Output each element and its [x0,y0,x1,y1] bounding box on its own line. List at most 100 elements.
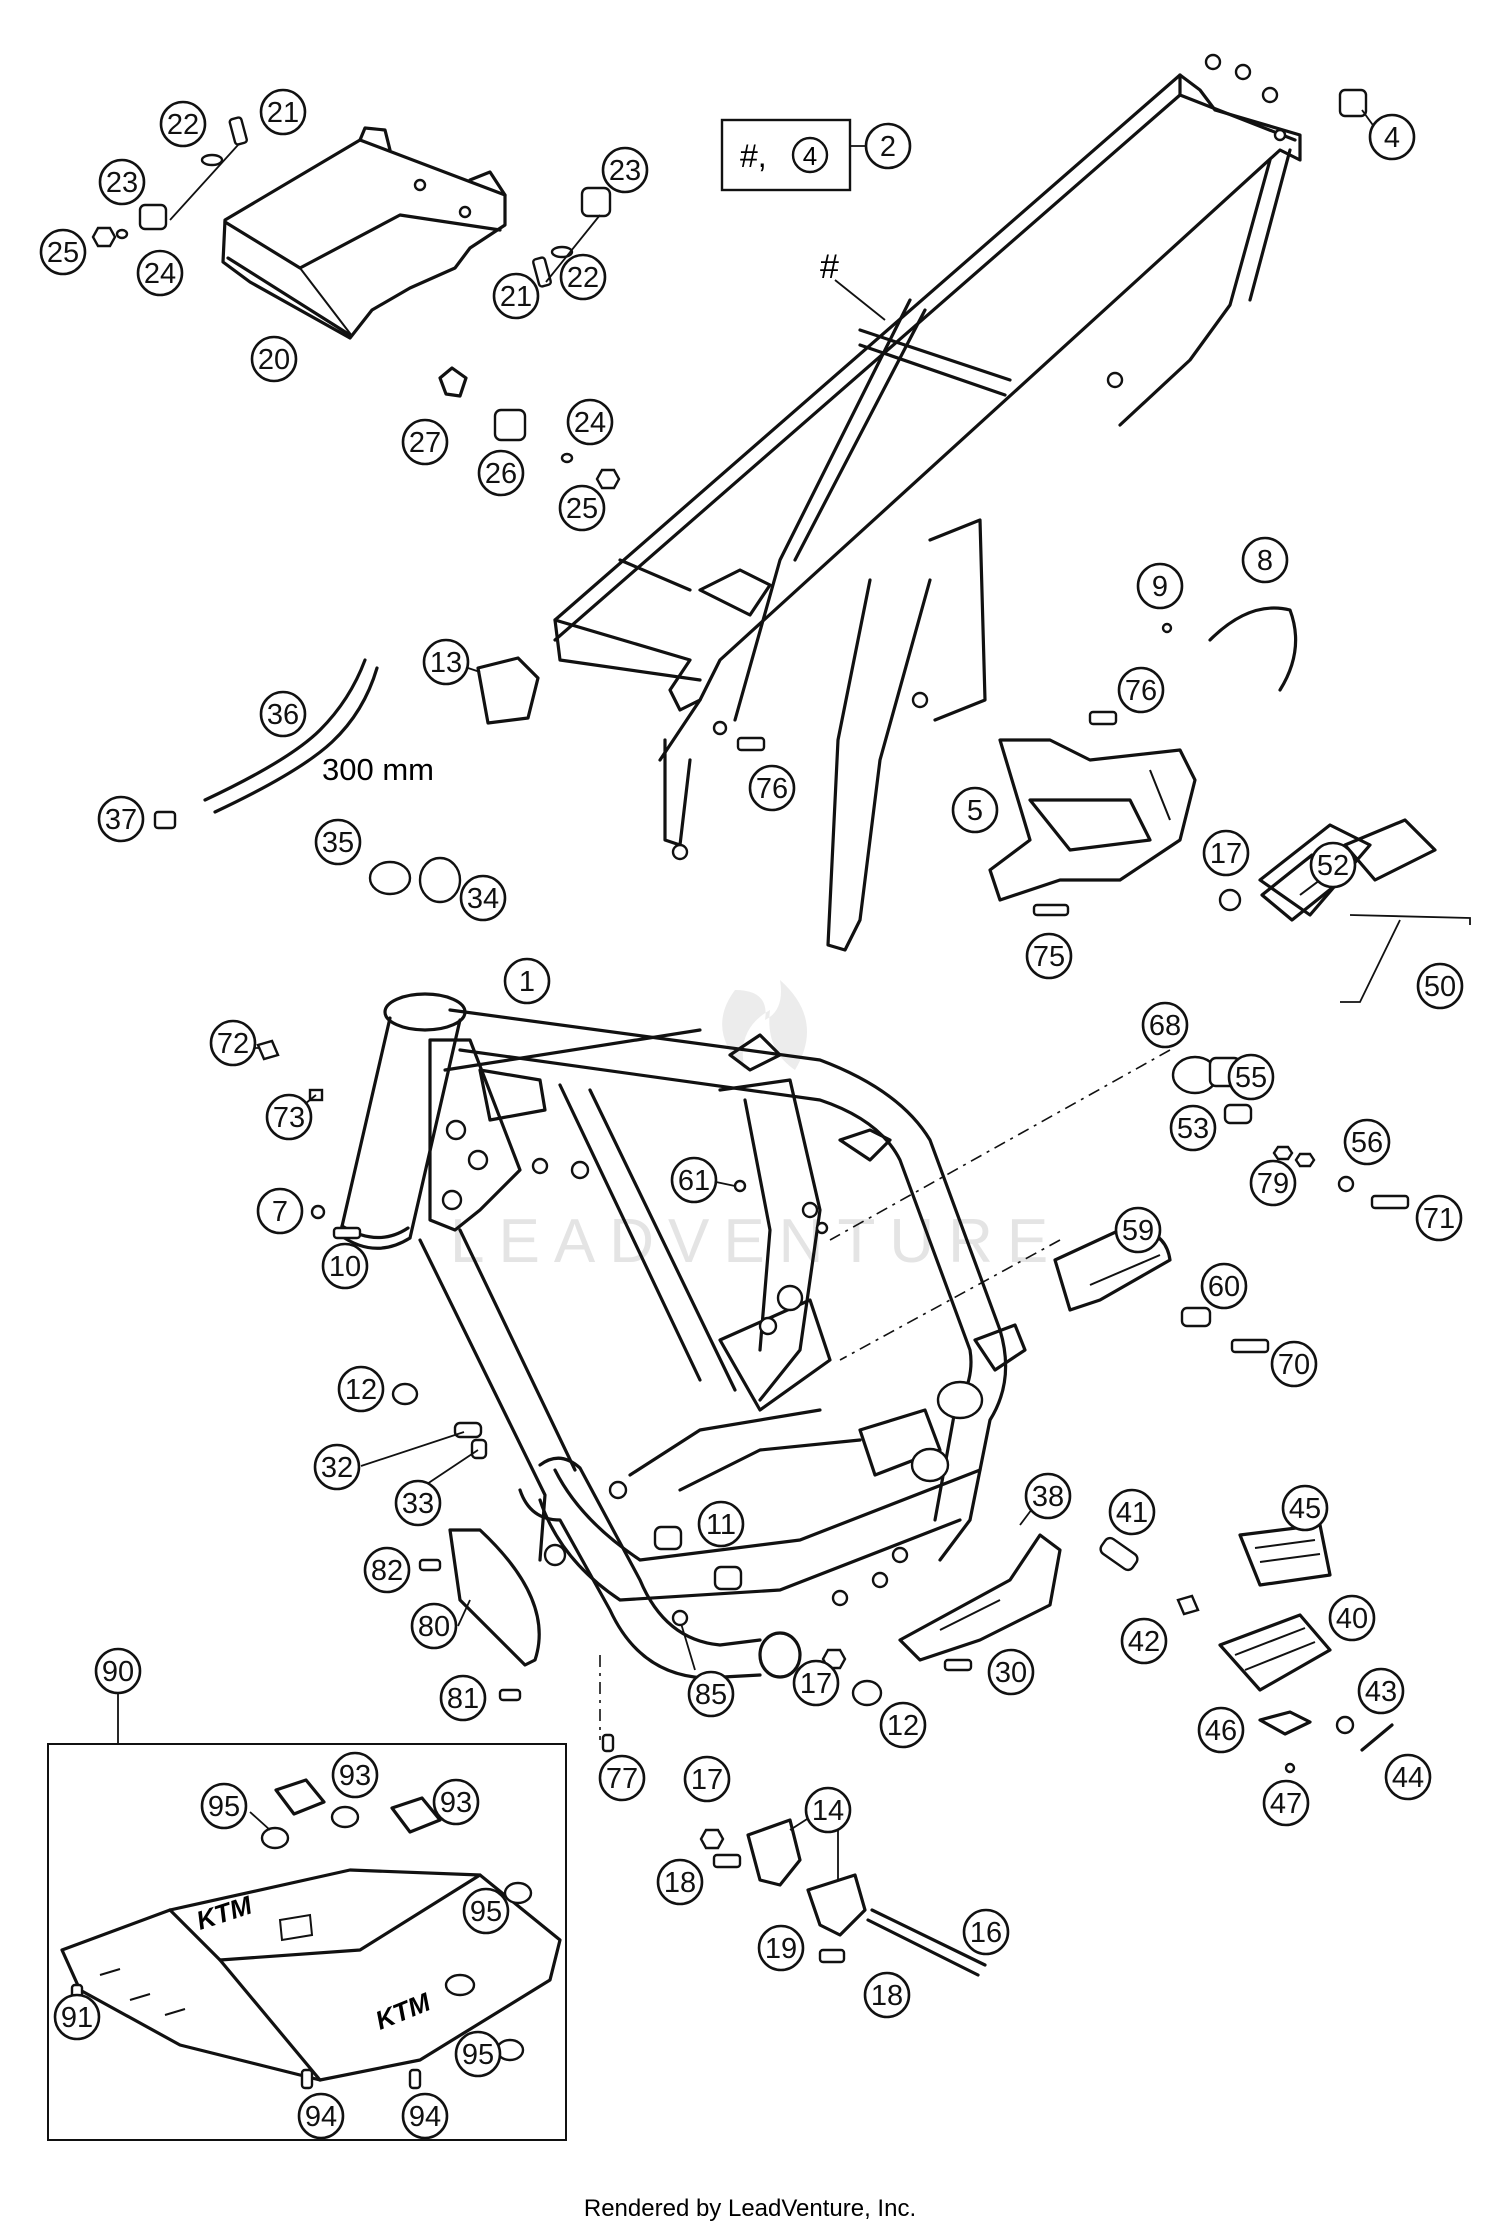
callout-circle [401,2092,449,2140]
engine-mount-14 [699,1811,987,1977]
callout-circle [394,1479,442,1527]
callout-circle [462,1887,510,1935]
callout-label: 7 [272,1196,288,1228]
callout-part-12: 12 [337,1365,385,1413]
callout-circle [1169,1104,1217,1152]
svg-text:KTM: KTM [193,1889,257,1935]
callout-circle [804,1786,852,1834]
callout-circle [1249,1159,1297,1207]
callout-circle [1368,113,1416,161]
callout-circle [265,1093,313,1141]
subframe-marker: # [820,248,839,286]
callout-circle [477,449,525,497]
callout-label: 23 [106,167,138,199]
callout-label: 18 [871,1980,903,2012]
callout-circle [1141,1001,1189,1049]
callout-circle [1108,1488,1156,1536]
callout-label: 41 [1116,1497,1148,1529]
callout-part-95: 95 [454,2030,502,2078]
callout-part-56: 56 [1343,1118,1391,1166]
callout-circle [337,1365,385,1413]
callout-circle [53,1993,101,2041]
callout-part-85: 85 [687,1670,735,1718]
callout-part-95: 95 [200,1782,248,1830]
callout-circle [748,764,796,812]
callout-label: 94 [305,2101,337,2133]
callout-part-71: 71 [1415,1194,1463,1242]
watermark: LEADVENTURE [450,980,1062,1276]
callout-circle [598,1754,646,1802]
callout-circle [401,418,449,466]
callout-label: 5 [967,795,983,827]
callout-part-55: 55 [1227,1053,1275,1101]
callout-layer: 1457891011121213141617171718181920212122… [39,88,1464,2140]
callout-part-21: 21 [259,88,307,136]
callout-label: 33 [402,1488,434,1520]
callout-label: 40 [1336,1603,1368,1635]
callout-label: 24 [574,407,606,439]
callout-circle [683,1755,731,1803]
callout-label: 37 [105,804,137,836]
callout-part-70: 70 [1270,1340,1318,1388]
callout-part-19: 19 [757,1924,805,1972]
callout-part-1: 1 [503,957,551,1005]
callout-label: 27 [409,427,441,459]
callout-part-21: 21 [492,272,540,320]
callout-circle [159,100,207,148]
callout-circle [1202,829,1250,877]
callout-label: 13 [430,647,462,679]
callout-label: 56 [1351,1127,1383,1159]
callout-part-41: 41 [1108,1488,1156,1536]
callout-circle [503,957,551,1005]
callout-label: 76 [756,773,788,805]
callout-label: 73 [273,1102,305,1134]
callout-part-9: 9 [1136,562,1184,610]
callout-label: 12 [887,1710,919,1742]
callout-part-26: 26 [477,449,525,497]
callout-label: 18 [664,1867,696,1899]
callout-part-94: 94 [401,2092,449,2140]
callout-part-68: 68 [1141,1001,1189,1049]
callout-part-80: 80 [410,1602,458,1650]
callout-part-36: 36 [259,690,307,738]
tool-box-20 [221,126,507,398]
callout-part-30: 30 [987,1648,1035,1696]
callout-part-93: 93 [331,1751,379,1799]
callout-part-72: 72 [209,1019,257,1067]
callout-circle [1415,1194,1463,1242]
callout-label: 4 [1384,122,1400,154]
callout-circle [879,1701,927,1749]
callout-circle [1197,1706,1245,1754]
svg-text:LEADVENTURE: LEADVENTURE [450,1207,1062,1276]
callout-circle [687,1670,735,1718]
callout-part-45: 45 [1281,1484,1329,1532]
callout-circle [94,1647,142,1695]
svg-text:KTM: KTM [371,1986,436,2035]
callout-label: 26 [485,458,517,490]
callout-label: 52 [1317,850,1349,882]
callout-part-93: 93 [432,1778,480,1826]
callout-label: 50 [1424,971,1456,1003]
callout-part-16: 16 [962,1908,1010,1956]
callout-part-46: 46 [1197,1706,1245,1754]
callout-circle [136,249,184,297]
callout-circle [259,690,307,738]
callout-circle [1241,536,1289,584]
callout-label: 9 [1152,571,1168,603]
callout-circle [250,335,298,383]
callout-part-25: 25 [558,484,606,532]
callout-part-53: 53 [1169,1104,1217,1152]
callout-circle [1227,1053,1275,1101]
callout-circle [1024,1472,1072,1520]
callout-label: 12 [345,1374,377,1406]
callout-circle [1416,962,1464,1010]
callout-label: 30 [995,1657,1027,1689]
callout-label: 79 [1257,1168,1289,1200]
callout-part-20: 20 [250,335,298,383]
callout-part-22: 22 [559,253,607,301]
callout-label: 17 [800,1668,832,1700]
callout-label: 14 [812,1795,844,1827]
callout-part-95: 95 [462,1887,510,1935]
callout-part-33: 33 [394,1479,442,1527]
callout-circle [601,146,649,194]
